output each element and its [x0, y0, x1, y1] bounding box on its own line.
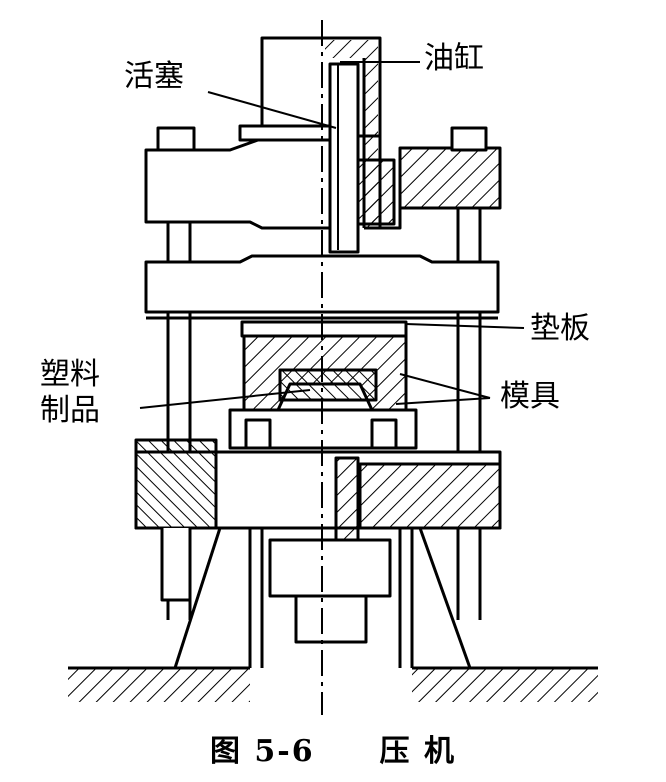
- upper-crosshead: [144, 126, 502, 230]
- leader-lines: [139, 61, 525, 409]
- label-cylinder: 油缸: [424, 41, 484, 76]
- figure-caption: 图 5-6 压 机: [0, 726, 666, 770]
- label-pad-plate: 垫板: [530, 311, 590, 346]
- ground-base: [68, 666, 598, 702]
- label-mold: 模具: [500, 379, 560, 414]
- label-piston: 活塞: [124, 59, 184, 94]
- label-plastic-product-line2: 制品: [40, 393, 100, 428]
- lower-mold: [228, 408, 418, 450]
- figure-title: 压 机: [379, 734, 456, 769]
- lower-block: [134, 438, 502, 620]
- plastic-product: [278, 368, 378, 402]
- label-plastic-product-line1: 塑料: [40, 357, 100, 392]
- lower-supports: [160, 527, 472, 669]
- figure-number: 图 5-6: [209, 734, 315, 769]
